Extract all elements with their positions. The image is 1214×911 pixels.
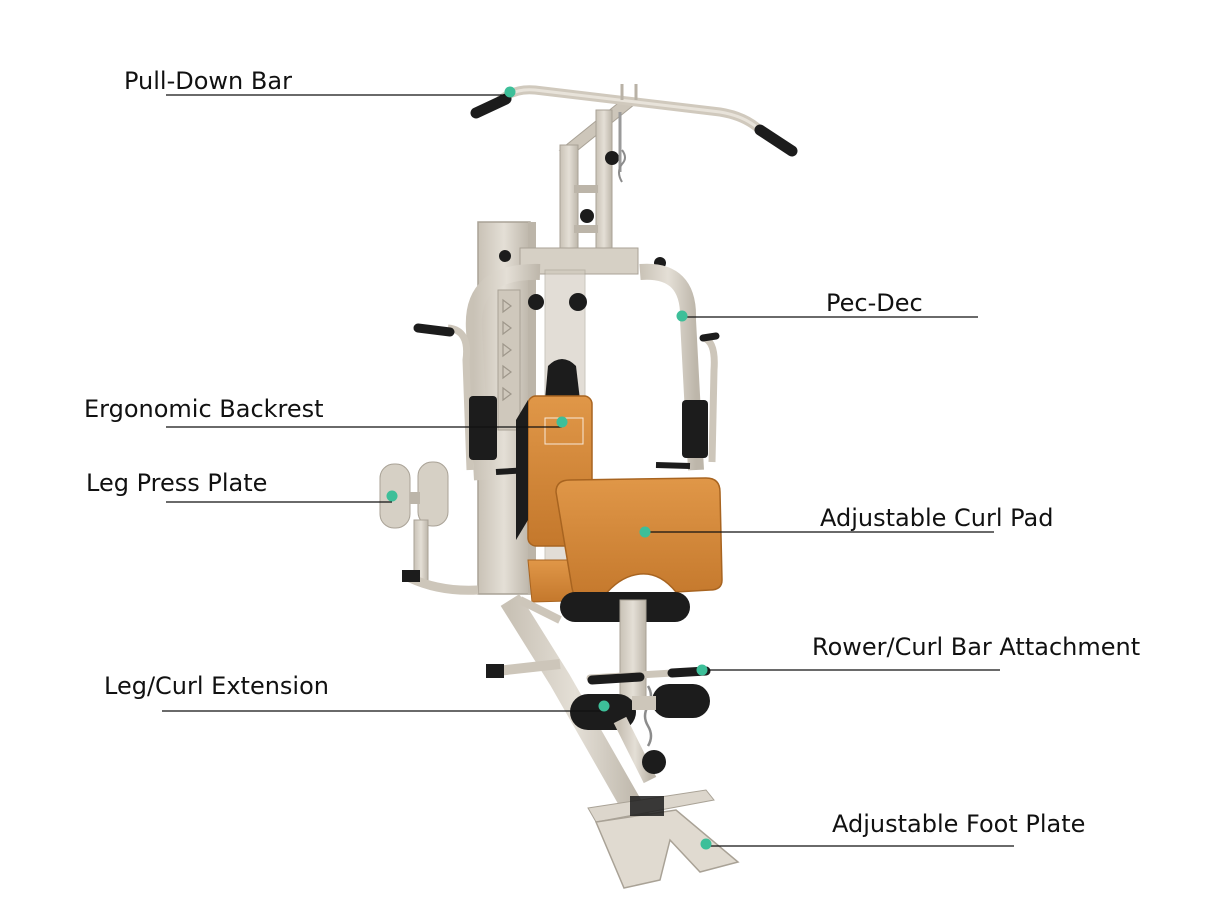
marker-leg-press-plate (386, 490, 398, 502)
marker-ergonomic-backrest (556, 416, 568, 428)
marker-pull-down-bar (504, 86, 516, 98)
pec-dec-arms (413, 263, 720, 481)
label-rower-curl-bar: Rower/Curl Bar Attachment (812, 633, 1141, 661)
marker-pec-dec (676, 310, 688, 322)
label-leg-curl-extension: Leg/Curl Extension (104, 672, 329, 700)
marker-rower-curl-bar (696, 664, 708, 676)
marker-leg-curl-extension (598, 700, 610, 712)
base-frame (486, 594, 650, 826)
label-ergonomic-backrest: Ergonomic Backrest (84, 395, 324, 423)
leg-curl-extension (570, 684, 710, 784)
leg-press-plate (379, 461, 479, 595)
adjustable-foot-plate (587, 789, 740, 889)
callout-markers (386, 86, 712, 850)
label-pec-dec: Pec-Dec (826, 289, 923, 317)
leader-lines (162, 94, 1014, 847)
adjustable-curl-pad (555, 477, 723, 601)
marker-adjustable-curl-pad (639, 526, 651, 538)
label-leg-press-plate: Leg Press Plate (86, 469, 268, 497)
label-pull-down-bar: Pull-Down Bar (124, 67, 292, 95)
pull-down-bar (470, 84, 798, 157)
label-adjustable-foot-plate: Adjustable Foot Plate (832, 810, 1086, 838)
seat-rollers (560, 592, 690, 701)
label-adjustable-curl-pad: Adjustable Curl Pad (820, 504, 1054, 532)
marker-adjustable-foot-plate (700, 838, 712, 850)
